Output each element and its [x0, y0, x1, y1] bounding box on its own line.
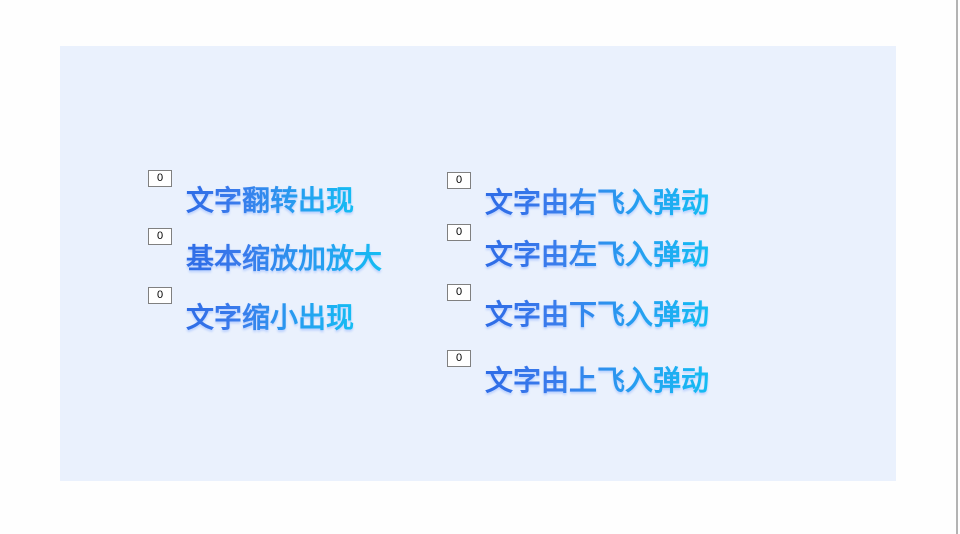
animation-item-label[interactable]: 文字由上飞入弹动: [485, 359, 709, 399]
animation-item-label[interactable]: 基本缩放加放大: [186, 237, 382, 277]
animation-order-badge[interactable]: 0: [148, 228, 172, 245]
animation-item-label[interactable]: 文字由右飞入弹动: [485, 181, 709, 221]
animation-order-badge[interactable]: 0: [447, 172, 471, 189]
animation-item-label[interactable]: 文字翻转出现: [186, 179, 354, 219]
animation-order-badge[interactable]: 0: [447, 284, 471, 301]
slide-canvas[interactable]: 0 文字翻转出现 0 基本缩放加放大 0 文字缩小出现 0 文字由右飞入弹动 0…: [60, 46, 896, 481]
window-right-edge-line: [956, 0, 958, 534]
animation-order-badge[interactable]: 0: [148, 170, 172, 187]
animation-order-badge[interactable]: 0: [447, 224, 471, 241]
animation-order-badge[interactable]: 0: [447, 350, 471, 367]
animation-item-label[interactable]: 文字缩小出现: [186, 296, 354, 336]
animation-order-badge[interactable]: 0: [148, 287, 172, 304]
animation-item-label[interactable]: 文字由左飞入弹动: [485, 233, 709, 273]
animation-item-label[interactable]: 文字由下飞入弹动: [485, 293, 709, 333]
